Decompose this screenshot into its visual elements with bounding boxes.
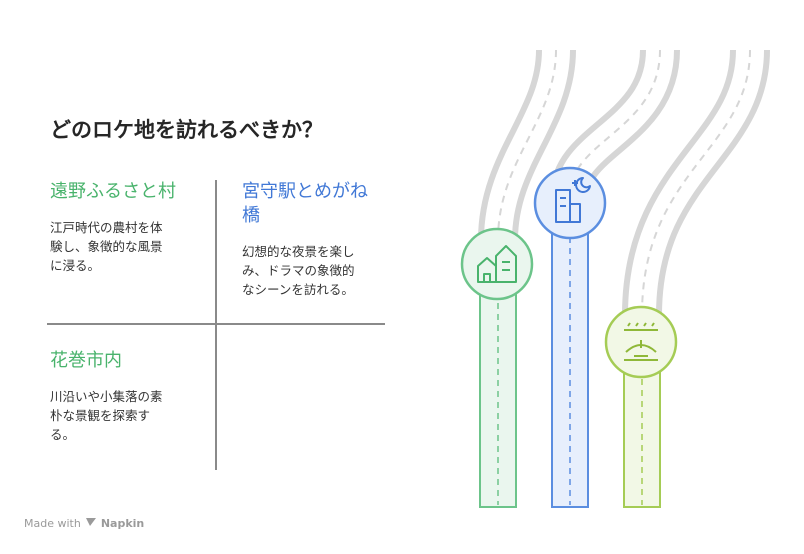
desc-line: 江戸時代の農村を体 — [50, 220, 163, 235]
desc-line: 幻想的な夜景を楽し — [242, 244, 355, 259]
desc-line: み、ドラマの象徴的 — [242, 263, 355, 278]
quadrant-description: 江戸時代の農村を体 験し、象徴的な風景 に浸る。 — [50, 218, 200, 275]
heading-line: 橋 — [242, 205, 260, 226]
quadrant-hanamaki-city: 花巻市内 川沿いや小集落の素 朴な景観を探索す る。 — [50, 349, 200, 444]
desc-line: に浸る。 — [50, 258, 101, 273]
quadrant-divider-horizontal — [47, 323, 385, 325]
napkin-logo-icon — [85, 516, 97, 531]
desc-line: る。 — [50, 427, 76, 442]
page-title: どのロケ地を訪れるべきか？ — [50, 118, 323, 142]
bridge-icon — [604, 305, 678, 379]
desc-line: 験し、象徴的な風景 — [50, 239, 163, 254]
quadrant-heading: 遠野ふるさと村 — [50, 181, 176, 202]
lane-green — [479, 264, 517, 508]
quadrant-heading: 花巻市内 — [50, 350, 122, 371]
night-city-icon — [533, 166, 607, 240]
quadrant-description: 幻想的な夜景を楽し み、ドラマの象徴的 なシーンを訪れる。 — [242, 242, 392, 299]
village-icon — [460, 227, 534, 301]
made-with-label: Made with — [24, 517, 81, 530]
napkin-brand: Napkin — [100, 517, 145, 530]
quadrant-tono-furusato: 遠野ふるさと村 江戸時代の農村を体 験し、象徴的な風景 に浸る。 — [50, 180, 200, 275]
quadrant-description: 川沿いや小集落の素 朴な景観を探索す る。 — [50, 387, 200, 444]
quadrant-miyamori-station: 宮守駅とめがね 橋 幻想的な夜景を楽し み、ドラマの象徴的 なシーンを訪れる。 — [242, 180, 392, 299]
heading-line: 宮守駅とめがね — [242, 181, 368, 202]
desc-line: 川沿いや小集落の素 — [50, 389, 163, 404]
desc-line: なシーンを訪れる。 — [242, 282, 354, 297]
desc-line: 朴な景観を探索す — [50, 408, 151, 423]
quadrant-heading: 宮守駅とめがね 橋 — [242, 180, 392, 228]
footer-credit: Made with Napkin — [24, 516, 144, 531]
lane-blue — [551, 209, 589, 508]
quadrant-divider-vertical — [215, 180, 217, 470]
